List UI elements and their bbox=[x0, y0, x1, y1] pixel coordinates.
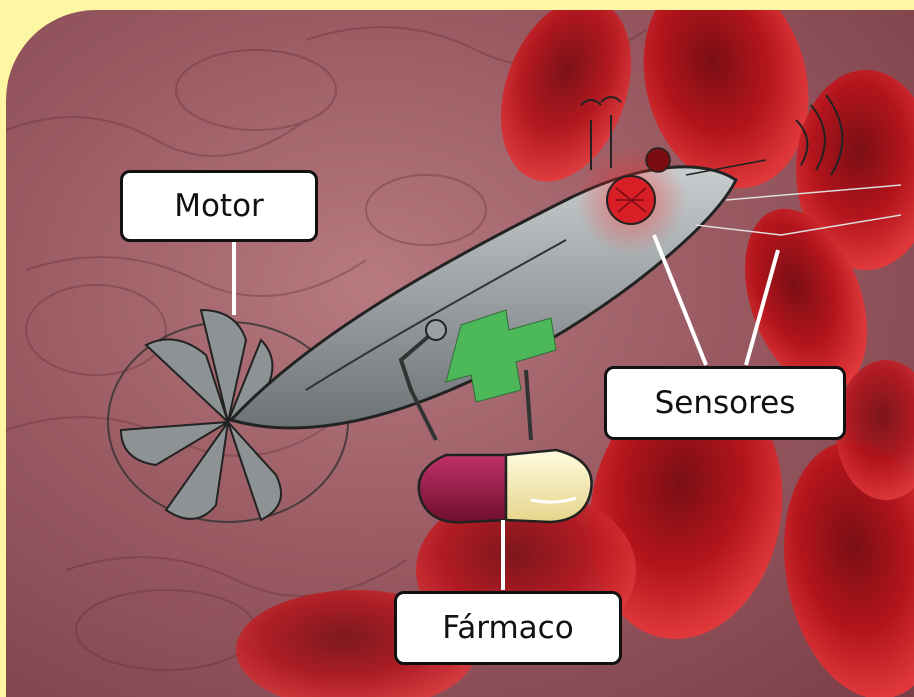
sensores-label: Sensores bbox=[604, 366, 846, 440]
motor-label: Motor bbox=[120, 170, 318, 242]
farmaco-label: Fármaco bbox=[394, 591, 622, 665]
drug-capsule bbox=[419, 450, 592, 522]
